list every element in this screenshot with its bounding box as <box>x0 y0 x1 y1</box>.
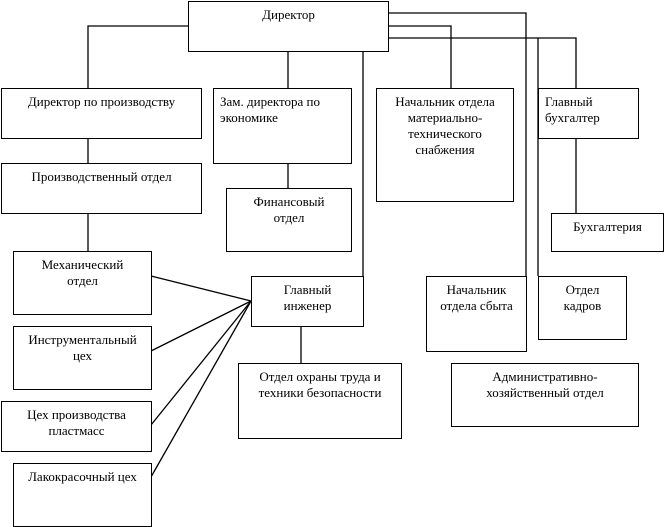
edge-director-head-sales <box>388 12 527 276</box>
edge-director-production-director <box>87 25 188 88</box>
node-head-sales[interactable]: Начальник отдела сбыта <box>426 276 527 352</box>
node-deputy-economics[interactable]: Зам. директора по экономике <box>213 88 352 164</box>
node-chief-accountant[interactable]: Главный бухгалтер <box>538 88 639 139</box>
node-production-dept[interactable]: Производственный отдел <box>1 163 202 214</box>
node-head-mts[interactable]: Начальник отдела материально- техническо… <box>376 88 514 202</box>
node-plastics-shop[interactable]: Цех производства пластмасс <box>1 401 152 452</box>
edge-chief-engineer-mechanical <box>150 275 252 302</box>
edge-chief-engineer-tool-shop <box>150 300 252 352</box>
edge-chief-engineer-plastics <box>150 300 252 426</box>
edge-chief-engineer-paint-shop <box>150 300 252 478</box>
node-mechanical-dept[interactable]: Механический отдел <box>13 251 152 315</box>
edge-director-head-mts <box>388 25 452 88</box>
node-admin-dept[interactable]: Административно- хозяйственный отдел <box>451 363 639 427</box>
node-tool-shop[interactable]: Инструментальный цех <box>13 326 152 390</box>
edge-director-chief-engineer <box>351 51 364 278</box>
node-director[interactable]: Директор <box>188 1 389 52</box>
node-chief-engineer[interactable]: Главный инженер <box>251 276 364 327</box>
edge-director-chief-accountant <box>388 37 577 88</box>
node-labor-safety-dept[interactable]: Отдел охраны труда и техники безопасност… <box>238 363 402 439</box>
node-production-director[interactable]: Директор по производству <box>1 88 202 139</box>
node-finance-dept[interactable]: Финансовый отдел <box>226 188 352 252</box>
node-accounting[interactable]: Бухгалтерия <box>551 213 664 252</box>
node-paint-shop[interactable]: Лакокрасочный цех <box>13 463 152 527</box>
node-hr-dept[interactable]: Отдел кадров <box>538 276 627 340</box>
